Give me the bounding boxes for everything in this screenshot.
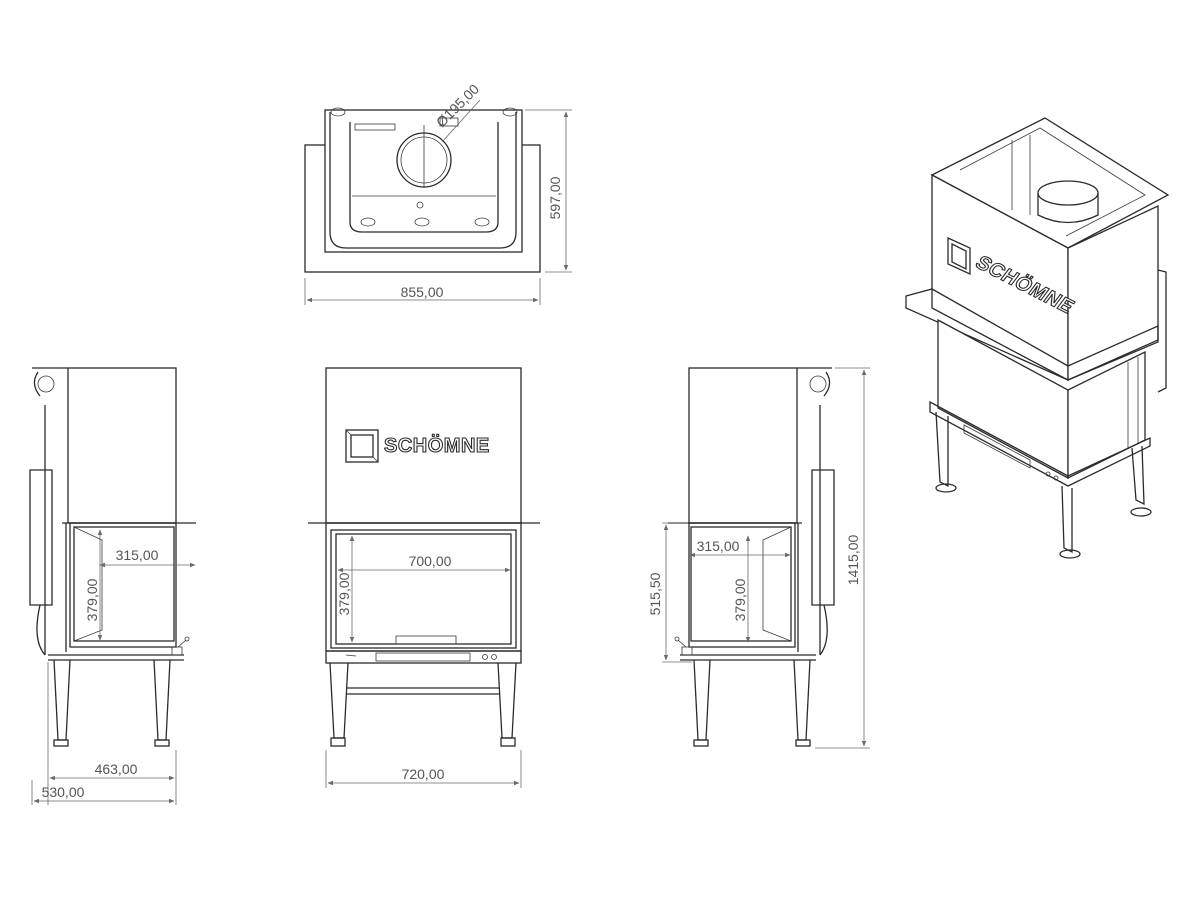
left-view: 315,00 379,00 463,00 530,00 xyxy=(29,367,196,805)
front-total-width-label: 720,00 xyxy=(402,766,445,782)
left-leg-span-label: 463,00 xyxy=(95,761,138,777)
left-opening-height-label: 379,00 xyxy=(84,578,100,621)
top-depth-label: 597,00 xyxy=(547,176,563,219)
logo-mark xyxy=(345,429,379,463)
front-view-upper-casing xyxy=(325,367,522,524)
right-opening-width-label: 315,00 xyxy=(697,538,740,554)
iso-logo-mark xyxy=(947,236,971,276)
front-opening-height-label: 379,00 xyxy=(336,572,352,615)
top-view: Ø195,00 855,00 597,00 xyxy=(304,81,572,305)
left-opening-width-label: 315,00 xyxy=(116,547,159,563)
left-total-depth-label: 530,00 xyxy=(42,784,85,800)
left-view-upper-casing xyxy=(67,367,177,524)
right-opening-height-label: 379,00 xyxy=(732,578,748,621)
right-total-height-label: 1415,00 xyxy=(845,534,861,585)
front-view: SCHÖMNE 700,00 379,00 720,00 xyxy=(308,367,540,788)
right-view-upper-casing xyxy=(688,367,798,524)
front-brand-text: SCHÖMNE xyxy=(384,434,490,457)
top-view-body xyxy=(324,109,523,253)
isometric-view: SCHÖMNE xyxy=(905,117,1170,559)
front-opening-width-label: 700,00 xyxy=(409,553,452,569)
right-floor-to-top-label: 515,50 xyxy=(647,572,663,615)
right-view: 315,00 379,00 515,50 1415,00 xyxy=(647,367,870,749)
top-width-label: 855,00 xyxy=(401,284,444,300)
